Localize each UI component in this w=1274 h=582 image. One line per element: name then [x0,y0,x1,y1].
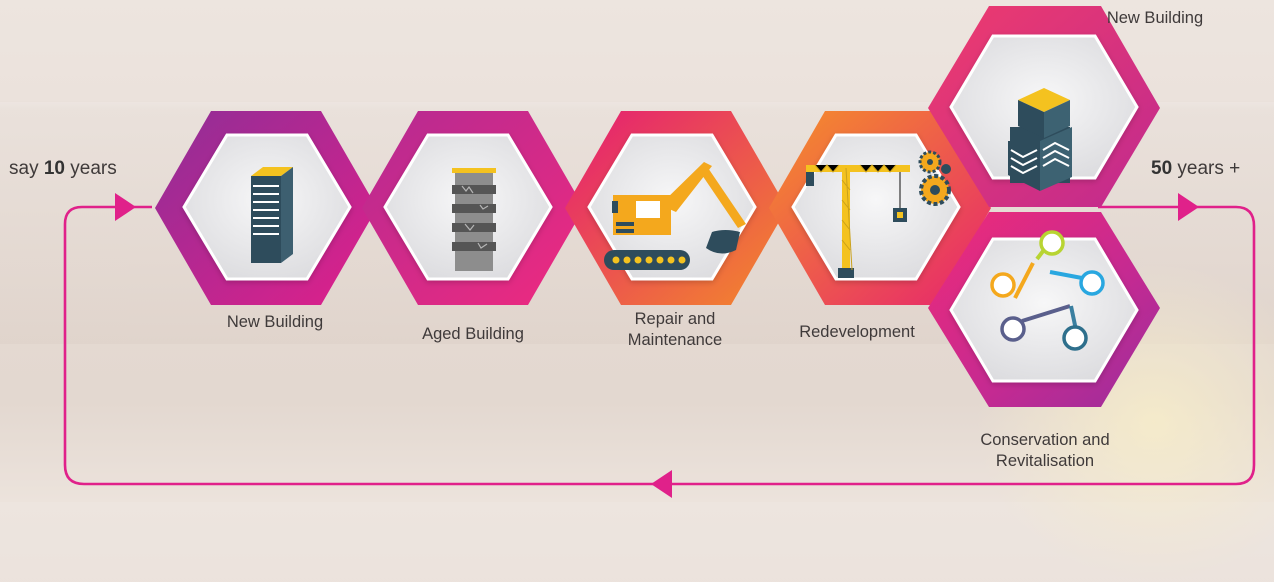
stage-label-repair-maintenance: Repair and Maintenance [627,310,723,349]
tower-building-icon [251,167,293,263]
right-duration-number: 50 [1151,158,1173,179]
stage-label-conservation: Conservation and Revitalisation [980,431,1110,470]
arrow-right-right-icon [1178,193,1199,221]
left-duration-label: say 10 years [9,157,117,181]
right-duration-suffix: years + [1172,158,1241,179]
cracked-building-icon [452,168,496,271]
stage-label-redevelopment: Redevelopment [799,323,915,341]
network-nodes-icon [990,230,1105,351]
right-duration-label: 50 years + [1151,157,1240,181]
stage-label-new-building-top: New Building [1106,9,1204,27]
stage-label-aged-building: Aged Building [422,325,524,343]
arrow-right-left-icon [115,193,136,221]
building-blocks-icon [1008,88,1072,191]
left-duration-prefix: say [9,158,44,179]
left-duration-number: 10 [43,158,65,179]
crane-gears-icon [806,150,951,278]
stage-label-new-building: New Building [226,313,324,331]
lifecycle-diagram [63,6,1256,498]
cycle-loop [63,193,1256,498]
excavator-icon [604,162,746,270]
arrow-left-bottom-icon [651,470,672,498]
left-duration-suffix: years [65,158,117,179]
